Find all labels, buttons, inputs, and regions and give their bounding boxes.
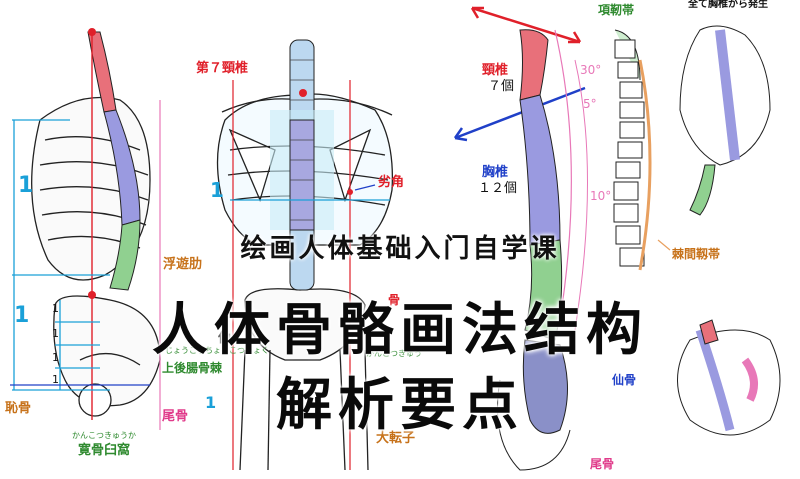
label-psis: 上後腸骨棘 [162,361,223,375]
spine-thoracic [519,94,561,246]
c7-dot [88,28,96,36]
label-thoracic-count: １２個 [478,181,518,196]
lumbar-segment [109,219,141,291]
label-sacrum: 仙骨 [612,373,637,387]
ruler-num-1h: 1 [205,393,217,412]
label-coccyx-right: 尾骨 [590,457,615,471]
red-arrow [471,6,581,44]
label-nuchal-ligament: 項靭帯 [598,3,635,17]
title-line-3: 解析要点 [276,372,524,438]
ruler-num-1d: 1 [52,327,59,340]
ruler-num-1g: 1 [210,178,224,202]
pelvis-rotated [677,319,781,436]
label-c7: 第７頸椎 [196,61,249,76]
label-ilium-partial: 骨 [388,293,401,307]
label-floating-rib: 浮遊肋 [163,257,203,272]
spine-cervical [519,29,549,101]
label-sacrum-partial: 仙 [218,331,232,346]
label-acetabulum: 寛骨臼窩 [78,443,131,458]
title-line-2: 人体骨骼画法结构 [152,297,648,363]
label-interspinous-ligament: 棘間靱帯 [672,247,721,261]
blue-arrow [454,86,586,140]
spine-lumbar [524,239,563,341]
ligament-spine [613,29,645,267]
angle-5: 5° [583,97,597,111]
label-all-from-thoracic: 全て胸椎から発生 [688,0,768,10]
label-greater-trochanter: 大転子 [376,431,416,446]
ruby-trochanter: かんこつきゅう [366,349,422,358]
ruby-acetabulum: かんこつきゅうか [72,431,136,440]
proportion-ruler [10,119,150,391]
label-cervical: 頸椎 [482,63,509,78]
ruby-psis: じょうこうちょうこつきょく [165,346,269,355]
title-line-1: 绘画人体基础入门自学课 [240,234,560,264]
ruler-num-1a: 1 [18,173,34,198]
ribcage-rotated [679,25,771,216]
angle-30: 30° [580,63,602,77]
ruler-num-1b: 1 [14,303,30,328]
label-coccyx-left: 尾骨 [162,409,189,424]
label-cervical-count: ７個 [488,79,515,94]
label-pubis: 恥骨 [5,401,32,416]
spine-sacrum [522,339,568,434]
label-inferior-angle: 劣角 [378,175,405,190]
angle-10: 10° [590,189,612,203]
ruler-num-1c: 1 [52,302,59,315]
ruler-num-1f: 1 [52,373,59,386]
label-thoracic: 胸椎 [482,165,509,180]
ruler-num-1e: 1 [52,351,59,364]
